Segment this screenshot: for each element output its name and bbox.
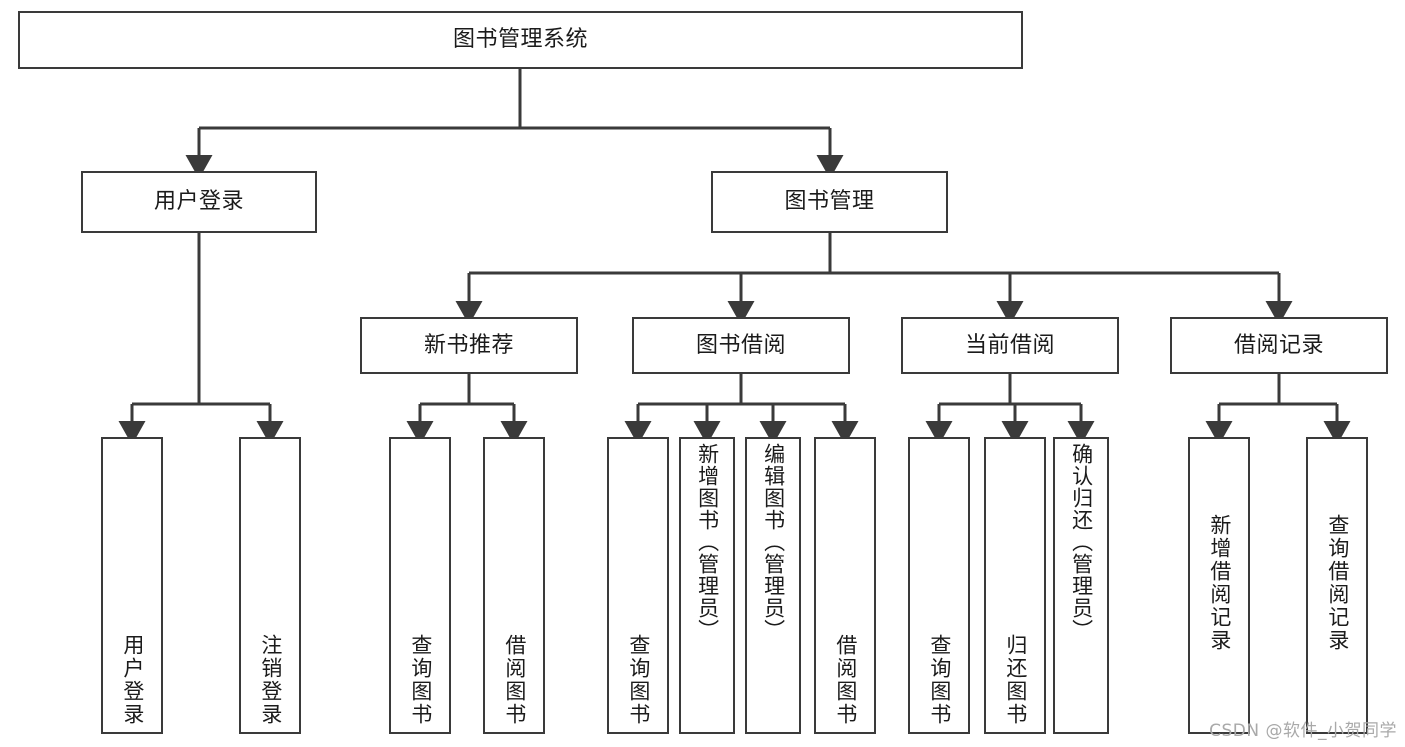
node-leaf-return-book[interactable]: 归还图书 xyxy=(984,437,1046,734)
node-leaf-user-login-label: 用户登录 xyxy=(120,634,145,726)
node-leaf-add-record-label: 新增借阅记录 xyxy=(1207,513,1232,652)
node-root-label: 图书管理系统 xyxy=(452,27,588,53)
node-leaf-query-book-3[interactable]: 查询图书 xyxy=(908,437,970,734)
node-user-login-label: 用户登录 xyxy=(153,189,244,215)
node-book-borrow-label: 图书借阅 xyxy=(695,332,786,358)
node-leaf-query-book-1-label: 查询图书 xyxy=(408,634,433,726)
node-leaf-edit-book[interactable]: 编辑图书（管理员） xyxy=(745,437,801,734)
node-leaf-add-book[interactable]: 新增图书（管理员） xyxy=(679,437,735,734)
node-borrow-record[interactable]: 借阅记录 xyxy=(1170,317,1388,374)
node-book-manage-label: 图书管理 xyxy=(784,189,875,215)
node-leaf-query-book-1[interactable]: 查询图书 xyxy=(389,437,451,734)
node-leaf-borrow-book-1-label: 借阅图书 xyxy=(502,634,527,726)
node-leaf-query-book-3-label: 查询图书 xyxy=(927,634,952,726)
node-leaf-query-book-2[interactable]: 查询图书 xyxy=(607,437,669,734)
node-leaf-return-book-label: 归还图书 xyxy=(1003,634,1028,726)
node-current-borrow[interactable]: 当前借阅 xyxy=(901,317,1119,374)
node-leaf-borrow-book-1[interactable]: 借阅图书 xyxy=(483,437,545,734)
node-leaf-edit-book-label: 编辑图书（管理员） xyxy=(761,443,786,641)
node-current-borrow-label: 当前借阅 xyxy=(964,332,1055,358)
csdn-watermark: CSDN @软件_小贺同学 xyxy=(1209,721,1397,741)
node-leaf-user-logout-label: 注销登录 xyxy=(258,634,283,726)
node-book-manage[interactable]: 图书管理 xyxy=(711,171,948,233)
node-leaf-query-record[interactable]: 查询借阅记录 xyxy=(1306,437,1368,734)
node-new-book-recommend-label: 新书推荐 xyxy=(423,332,514,358)
node-leaf-confirm-return-label: 确认归还（管理员） xyxy=(1069,443,1094,641)
node-leaf-user-logout[interactable]: 注销登录 xyxy=(239,437,301,734)
node-leaf-query-book-2-label: 查询图书 xyxy=(626,634,651,726)
node-leaf-confirm-return[interactable]: 确认归还（管理员） xyxy=(1053,437,1109,734)
node-leaf-borrow-book-2-label: 借阅图书 xyxy=(833,634,858,726)
node-leaf-user-login[interactable]: 用户登录 xyxy=(101,437,163,734)
node-new-book-recommend[interactable]: 新书推荐 xyxy=(360,317,578,374)
node-leaf-query-record-label: 查询借阅记录 xyxy=(1325,513,1350,652)
node-leaf-add-record[interactable]: 新增借阅记录 xyxy=(1188,437,1250,734)
node-user-login[interactable]: 用户登录 xyxy=(81,171,317,233)
node-leaf-add-book-label: 新增图书（管理员） xyxy=(695,443,720,641)
node-book-borrow[interactable]: 图书借阅 xyxy=(632,317,850,374)
node-borrow-record-label: 借阅记录 xyxy=(1233,332,1324,358)
node-leaf-borrow-book-2[interactable]: 借阅图书 xyxy=(814,437,876,734)
node-root[interactable]: 图书管理系统 xyxy=(18,11,1023,69)
